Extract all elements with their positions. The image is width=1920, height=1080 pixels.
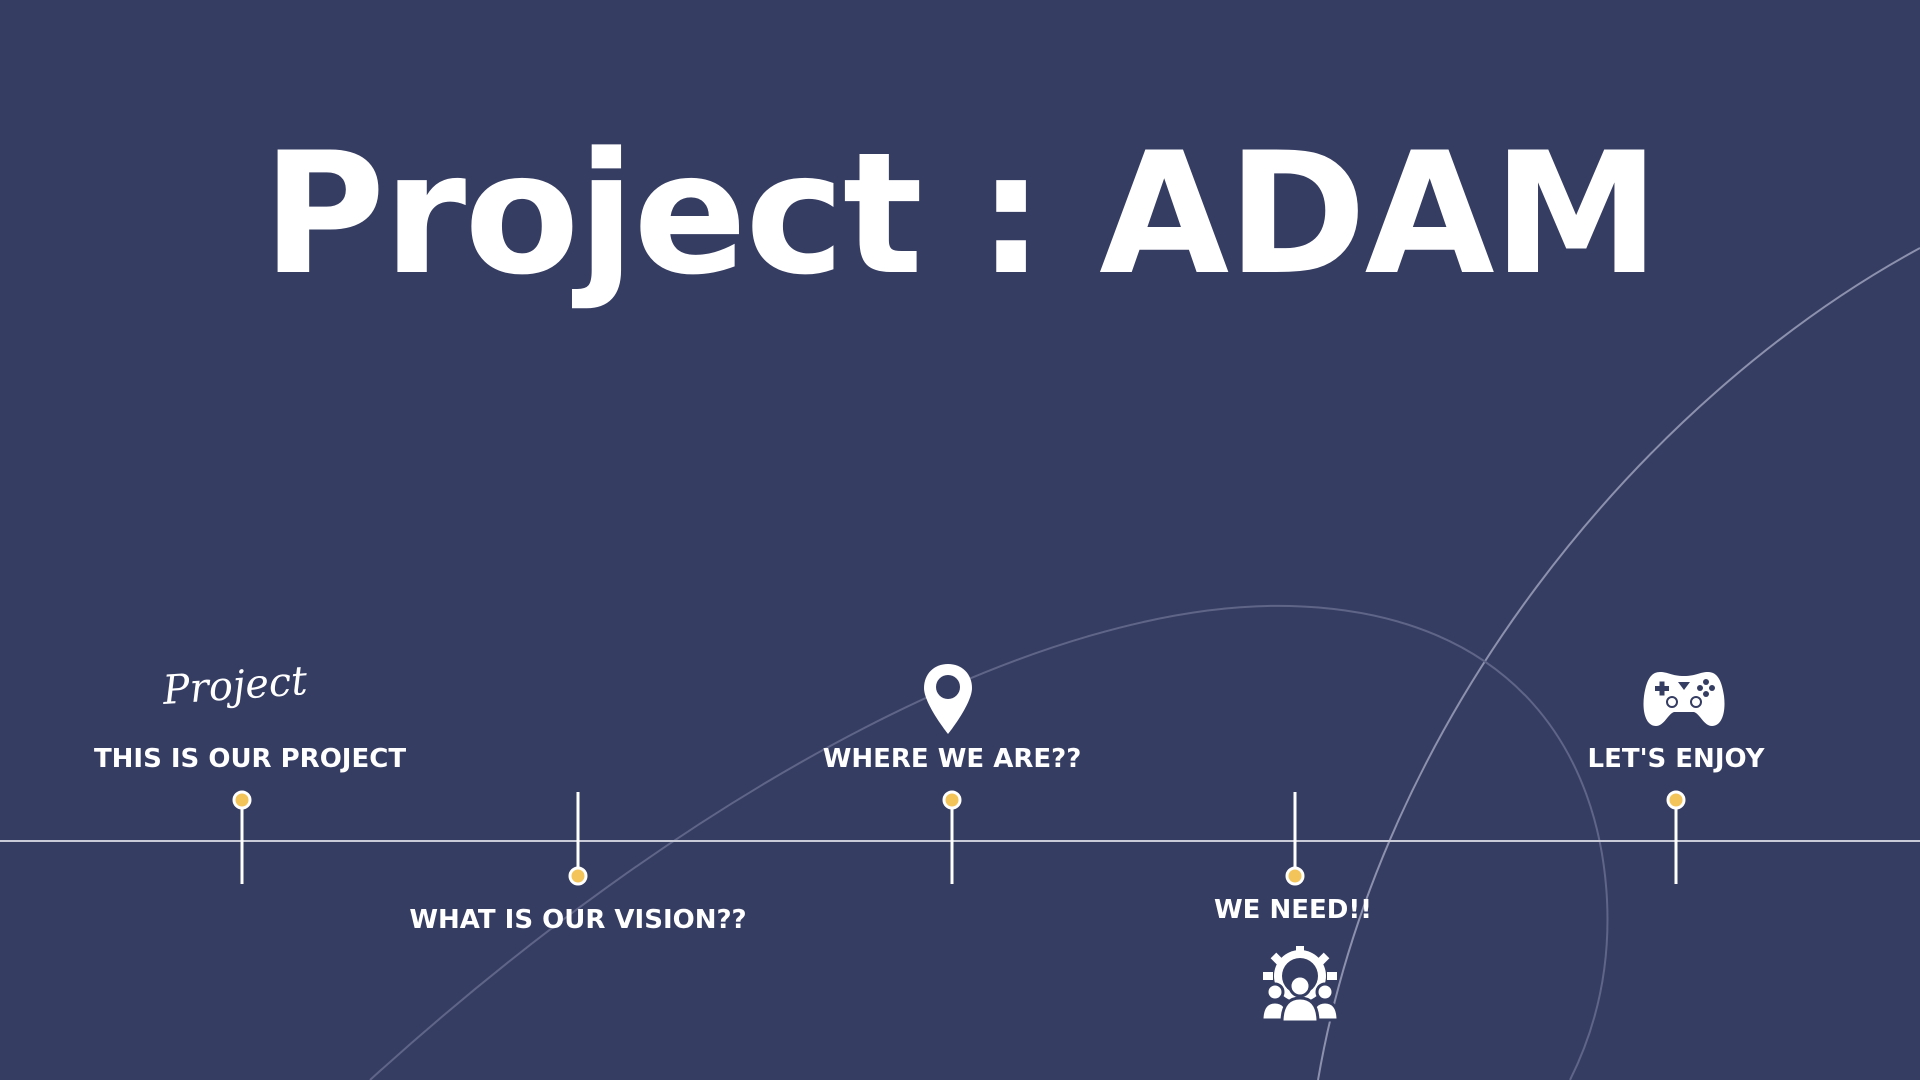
decor-arc-large <box>1317 247 1920 1080</box>
timeline-marker-2 <box>568 792 588 886</box>
timeline-label-project: THIS IS OUR PROJECT <box>93 744 407 774</box>
timeline-marker-1 <box>232 790 252 884</box>
timeline-marker-3 <box>942 790 962 884</box>
timeline-marker-5 <box>1666 790 1686 884</box>
timeline-label-vision: WHAT IS OUR VISION?? <box>409 905 747 935</box>
slide-title: Project : ADAM <box>262 116 1660 312</box>
timeline-marker-4 <box>1285 792 1305 886</box>
timeline-label-where: WHERE WE ARE?? <box>822 744 1082 774</box>
project-script-icon: Project <box>161 658 309 714</box>
decor-arc-lower <box>369 604 1609 1080</box>
team-gear-icon <box>1261 946 1339 1022</box>
timeline-label-enjoy: LET'S ENJOY <box>1587 744 1765 774</box>
gamepad-icon <box>1643 672 1725 726</box>
map-pin-icon <box>924 664 972 734</box>
timeline-label-need: WE NEED!! <box>1213 895 1373 925</box>
